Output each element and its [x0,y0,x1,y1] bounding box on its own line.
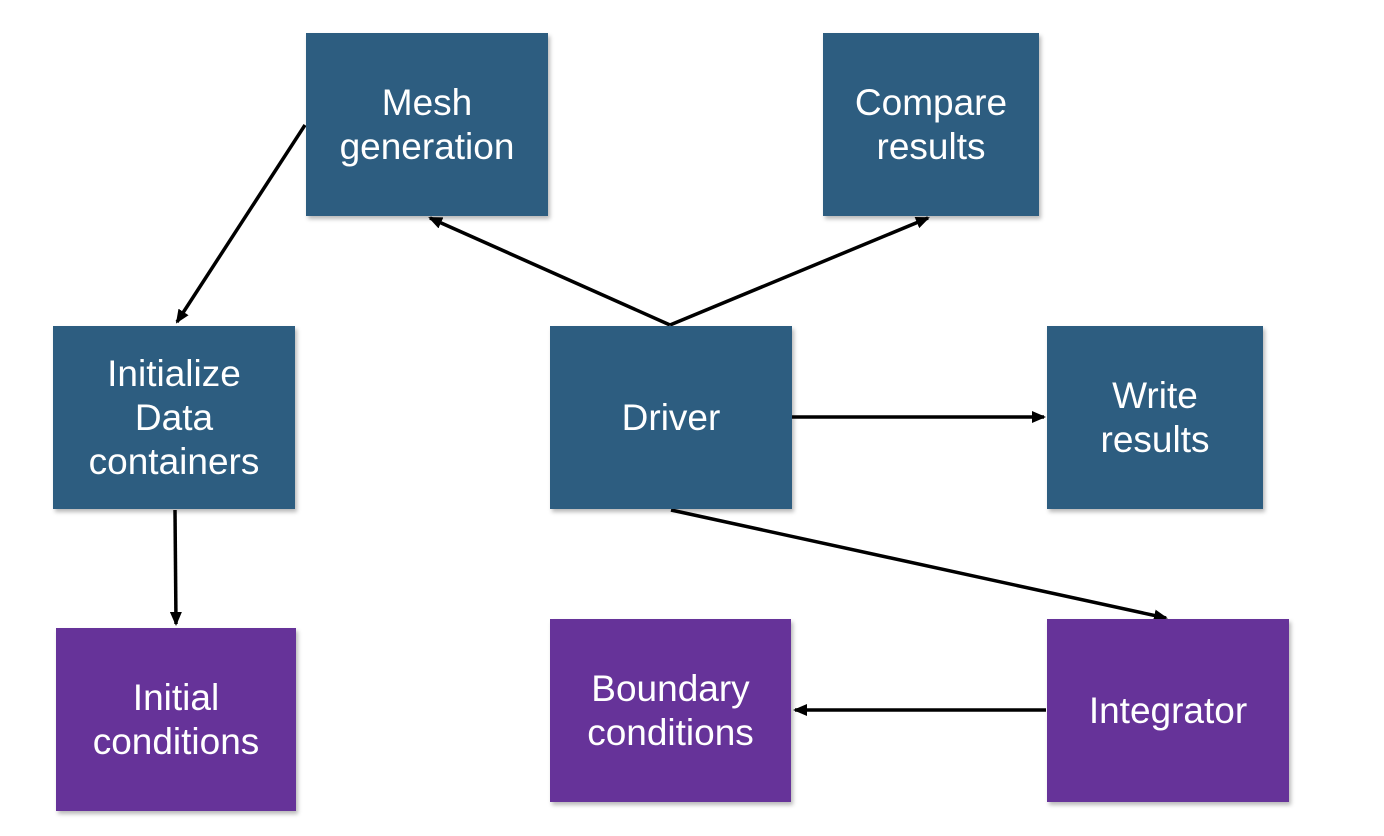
compare-results-box: Compare results [823,33,1039,216]
driver-box: Driver [550,326,792,509]
mesh-generation-label-line-1: Mesh [381,81,473,123]
arrow-driver-to-compare-results [669,216,930,327]
arrow-driver-to-mesh-generation [428,216,671,327]
mesh-generation-box: Mesh generation [306,33,548,216]
arrow-initialize-data-containers-to-initial-conditions [169,509,182,626]
boundary-conditions-label-line-2: conditions [587,711,754,753]
arrow-driver-to-integrator [670,508,1168,622]
integrator-label: Integrator [1088,689,1248,731]
boundary-conditions-box: Boundary conditions [550,619,791,802]
boundary-conditions-label-line-1: Boundary [591,667,750,709]
mesh-generation-label-line-2: generation [339,125,515,167]
write-results-label-line-1: Write [1112,374,1198,416]
initial-conditions-label-line-1: Initial [132,676,220,718]
compare-results-label-line-2: results [876,125,986,167]
initial-conditions-box: Initial conditions [56,628,296,811]
driver-label: Driver [621,396,721,438]
initialize-data-containers-box: Initialize Data containers [53,326,295,509]
write-results-box: Write results [1047,326,1263,509]
initial-conditions-label-line-2: conditions [92,720,260,762]
initialize-data-containers-label-line-3: containers [88,440,260,482]
initialize-data-containers-label-line-1: Initialize [107,352,241,394]
integrator-box: Integrator [1047,619,1289,802]
write-results-label-line-2: results [1100,418,1210,460]
initialize-data-containers-label-line-2: Data [134,396,214,438]
arrow-mesh-generation-to-initialize-data-containers [175,124,307,324]
compare-results-label-line-1: Compare [854,81,1008,123]
